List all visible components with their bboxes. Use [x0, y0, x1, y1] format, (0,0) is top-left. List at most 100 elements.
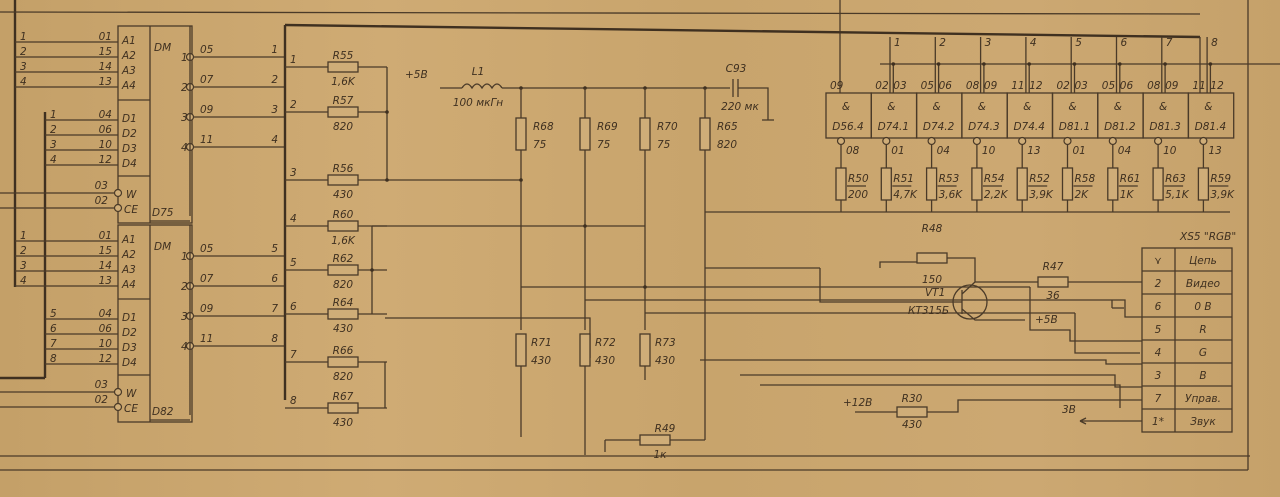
- resistor-name: R51: [893, 173, 914, 185]
- wire: [740, 374, 1142, 388]
- gate-load-resistor: [1061, 167, 1074, 201]
- pin-number: 12: [1210, 80, 1224, 92]
- pin-number: 10: [982, 145, 996, 157]
- memory-chip-D75: [117, 25, 193, 224]
- resistor-name: R73: [655, 337, 676, 349]
- wire: [461, 83, 503, 90]
- inverted-pin-circle: [113, 188, 123, 198]
- gate-designator: D81.4: [1195, 121, 1226, 133]
- gate-designator: D74.4: [1013, 121, 1044, 133]
- bus-number: 5: [1075, 37, 1082, 49]
- resistor-value: 820: [333, 371, 353, 383]
- bus-number: 3: [985, 37, 992, 49]
- pull-down-resistor: [639, 333, 651, 367]
- resistor-name: R63: [1165, 173, 1186, 185]
- pin-label: D4: [122, 158, 137, 170]
- pin-number: 09: [200, 303, 214, 315]
- bus-number: 6: [271, 273, 278, 285]
- pin-number: 11: [200, 134, 213, 146]
- resistor-name: R64: [333, 297, 354, 309]
- resistor-value: 150: [922, 274, 942, 286]
- resistor-name: R56: [333, 163, 354, 175]
- resistor-value: 5,1K: [1165, 189, 1190, 201]
- resistor-value: 2K: [1075, 189, 1090, 201]
- pin-number: 10: [99, 338, 113, 350]
- gate-symbol: &: [887, 101, 895, 113]
- resistor-value: 3,6K: [939, 189, 964, 201]
- gate-load-resistor: [925, 167, 938, 201]
- junction-dot: [1072, 62, 1077, 66]
- bus-number: 4: [290, 213, 297, 225]
- resistor-name: R67: [333, 391, 354, 403]
- connector-title: XS5 "RGB": [1179, 231, 1236, 243]
- gate-output-circle: [1018, 136, 1027, 146]
- pin-number: 01: [891, 145, 904, 157]
- bus-number: 8: [271, 333, 278, 345]
- junction-dot: [1027, 62, 1031, 66]
- chip-designator: D82: [152, 406, 174, 418]
- pin-number: 13: [1027, 145, 1040, 157]
- bus-number: 7: [271, 303, 278, 315]
- resistor-name: R58: [1075, 173, 1096, 185]
- connector-pin: 5: [1155, 324, 1162, 336]
- pin-number: 11: [1011, 80, 1024, 92]
- gate-load-resistor: [1016, 167, 1028, 201]
- connector-pin: 4: [1155, 347, 1162, 359]
- bus-number: 1: [290, 54, 297, 66]
- inductor-value: 100 мкГн: [453, 97, 503, 109]
- wire: [947, 257, 976, 295]
- ladder-resistor: [327, 106, 359, 118]
- output-number: 1: [181, 251, 188, 263]
- resistor-name: R61: [1120, 173, 1141, 185]
- connector-signal: G: [1199, 347, 1207, 359]
- memory-chip-D82: [117, 224, 193, 423]
- pin-number: 01: [99, 230, 112, 242]
- pin-number: 13: [1208, 145, 1221, 157]
- resistor-value: 75: [597, 139, 611, 151]
- pin-number: 13: [99, 76, 112, 88]
- wire: [1029, 287, 1142, 342]
- supply-label: +12В: [843, 397, 872, 409]
- wire: [385, 317, 591, 358]
- bus-number: 5: [290, 257, 297, 269]
- junction-dot: [583, 224, 587, 228]
- pin-number: 02: [95, 195, 109, 207]
- pin-number: 06: [939, 80, 953, 92]
- gate-load-resistor: [1152, 167, 1164, 201]
- connector-signal: 0 В: [1194, 301, 1211, 313]
- gate-symbol: &: [1068, 101, 1076, 113]
- bus-number: 7: [290, 349, 297, 361]
- resistor-name: R49: [655, 423, 676, 435]
- output-number: 3: [181, 112, 188, 124]
- junction-dot: [1163, 62, 1167, 66]
- pin-label: W: [126, 388, 137, 400]
- resistor-name: R72: [595, 337, 616, 349]
- chip-type-label: DM: [154, 241, 171, 253]
- supply-label: +5В: [1035, 314, 1058, 326]
- resistor-value: 430: [655, 355, 675, 367]
- connector-signal: B: [1199, 370, 1206, 382]
- junction-dot: [891, 62, 896, 66]
- bus-number: 3: [290, 167, 297, 179]
- pin-number: 07: [200, 273, 214, 285]
- resistor-value: 1,6K: [331, 235, 356, 247]
- gate-load-resistor: [971, 167, 983, 201]
- pin-number: 01: [1073, 145, 1086, 157]
- gate-designator: D81.2: [1104, 121, 1136, 133]
- pin-number: 05: [200, 243, 214, 255]
- ladder-resistor: [327, 264, 359, 276]
- bus-number: 6: [290, 301, 297, 313]
- bus-number: 8: [290, 395, 297, 407]
- ladder-resistor: [327, 308, 359, 320]
- pin-number: 09: [984, 80, 998, 92]
- pin-number: 01: [99, 31, 112, 43]
- pin-number: 06: [99, 323, 113, 335]
- resistor-name: R57: [333, 95, 354, 107]
- resistor-name: R69: [597, 121, 618, 133]
- connector-pin: 6: [1155, 301, 1162, 313]
- resistor-value: 430: [902, 419, 922, 431]
- wire: [927, 399, 1142, 413]
- gate-designator: D74.1: [878, 121, 909, 133]
- pin-number: 05: [200, 44, 214, 56]
- resistor-value: 1к: [653, 449, 667, 461]
